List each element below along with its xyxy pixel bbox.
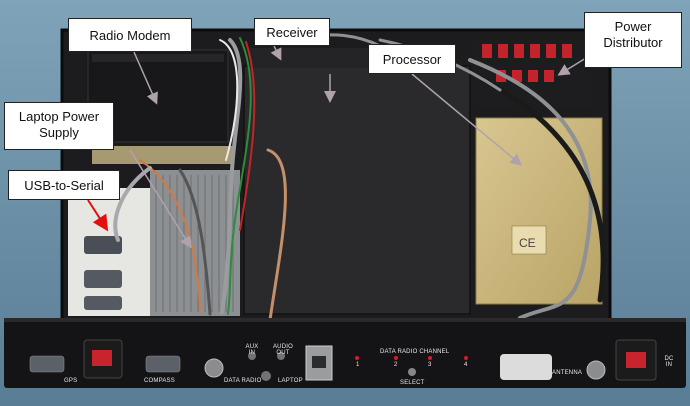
receiver-plate bbox=[250, 48, 370, 68]
callout-receiver: Receiver bbox=[254, 18, 330, 46]
select-knob bbox=[408, 368, 416, 376]
front-panel-top-edge bbox=[4, 318, 686, 322]
data-radio-connector bbox=[204, 358, 224, 378]
channel-led-3 bbox=[428, 356, 432, 360]
panel-label-ch3: 3 bbox=[428, 362, 432, 368]
arrow-power-distributor bbox=[557, 57, 587, 76]
panel-label-data-radio: DATA RADIO bbox=[224, 378, 262, 384]
panel-label-select: SELECT bbox=[400, 380, 425, 386]
serial-connector-3 bbox=[84, 296, 122, 310]
panel-label-ch2: 2 bbox=[394, 362, 398, 368]
dc-in-switch-red bbox=[626, 352, 646, 368]
gps-connector bbox=[29, 355, 65, 373]
ethernet-socket bbox=[312, 356, 326, 368]
panel-label-data-radio-channel: DATA RADIO CHANNEL bbox=[380, 349, 450, 355]
power-switch-left-red bbox=[92, 350, 112, 366]
cable-bracket bbox=[92, 146, 232, 164]
panel-label-dc-in: DC IN bbox=[664, 356, 674, 368]
compass-connector bbox=[145, 355, 181, 373]
callout-usb-to-serial: USB-to-Serial bbox=[8, 170, 120, 200]
panel-label-audio-out: AUDIO OUT bbox=[272, 344, 293, 356]
panel-label-antenna: ANTENNA bbox=[552, 370, 583, 376]
callout-laptop-power-supply: Laptop Power Supply bbox=[4, 102, 114, 150]
processor-lid bbox=[243, 65, 471, 315]
ce-label bbox=[511, 225, 547, 255]
radio-modem-top bbox=[92, 54, 224, 62]
channel-led-4 bbox=[464, 356, 468, 360]
channel-led-2 bbox=[394, 356, 398, 360]
antenna-connector-white bbox=[500, 354, 552, 380]
usb-serial-connector bbox=[84, 236, 122, 254]
callout-radio-modem: Radio Modem bbox=[68, 18, 192, 52]
arrow-laptop-power-supply bbox=[129, 149, 192, 249]
cables bbox=[113, 33, 606, 322]
laptop-jack bbox=[261, 371, 271, 381]
panel-label-compass: COMPASS bbox=[144, 378, 175, 384]
channel-led-1 bbox=[355, 356, 359, 360]
panel-label-laptop: LAPTOP bbox=[278, 378, 303, 384]
audio-out-jack bbox=[277, 352, 285, 360]
arrow-radio-modem bbox=[133, 51, 158, 105]
arrow-usb-to-serial bbox=[87, 199, 109, 232]
callout-power-distributor: Power Distributor bbox=[584, 12, 682, 68]
panel-label-ch1: 1 bbox=[356, 362, 360, 368]
processor-box bbox=[475, 117, 603, 305]
arrow-processor-2 bbox=[411, 73, 523, 166]
serial-connector-2 bbox=[84, 270, 122, 288]
antenna-bnc bbox=[586, 360, 606, 380]
aux-in-jack bbox=[248, 352, 256, 360]
arrow-receiver bbox=[270, 45, 282, 61]
panel-label-gps: GPS bbox=[64, 378, 78, 384]
callout-processor: Processor bbox=[368, 44, 456, 74]
panel-label-ch4: 4 bbox=[464, 362, 468, 368]
ce-mark: CE bbox=[519, 236, 536, 250]
panel-label-aux-in: AUX IN bbox=[245, 344, 259, 356]
